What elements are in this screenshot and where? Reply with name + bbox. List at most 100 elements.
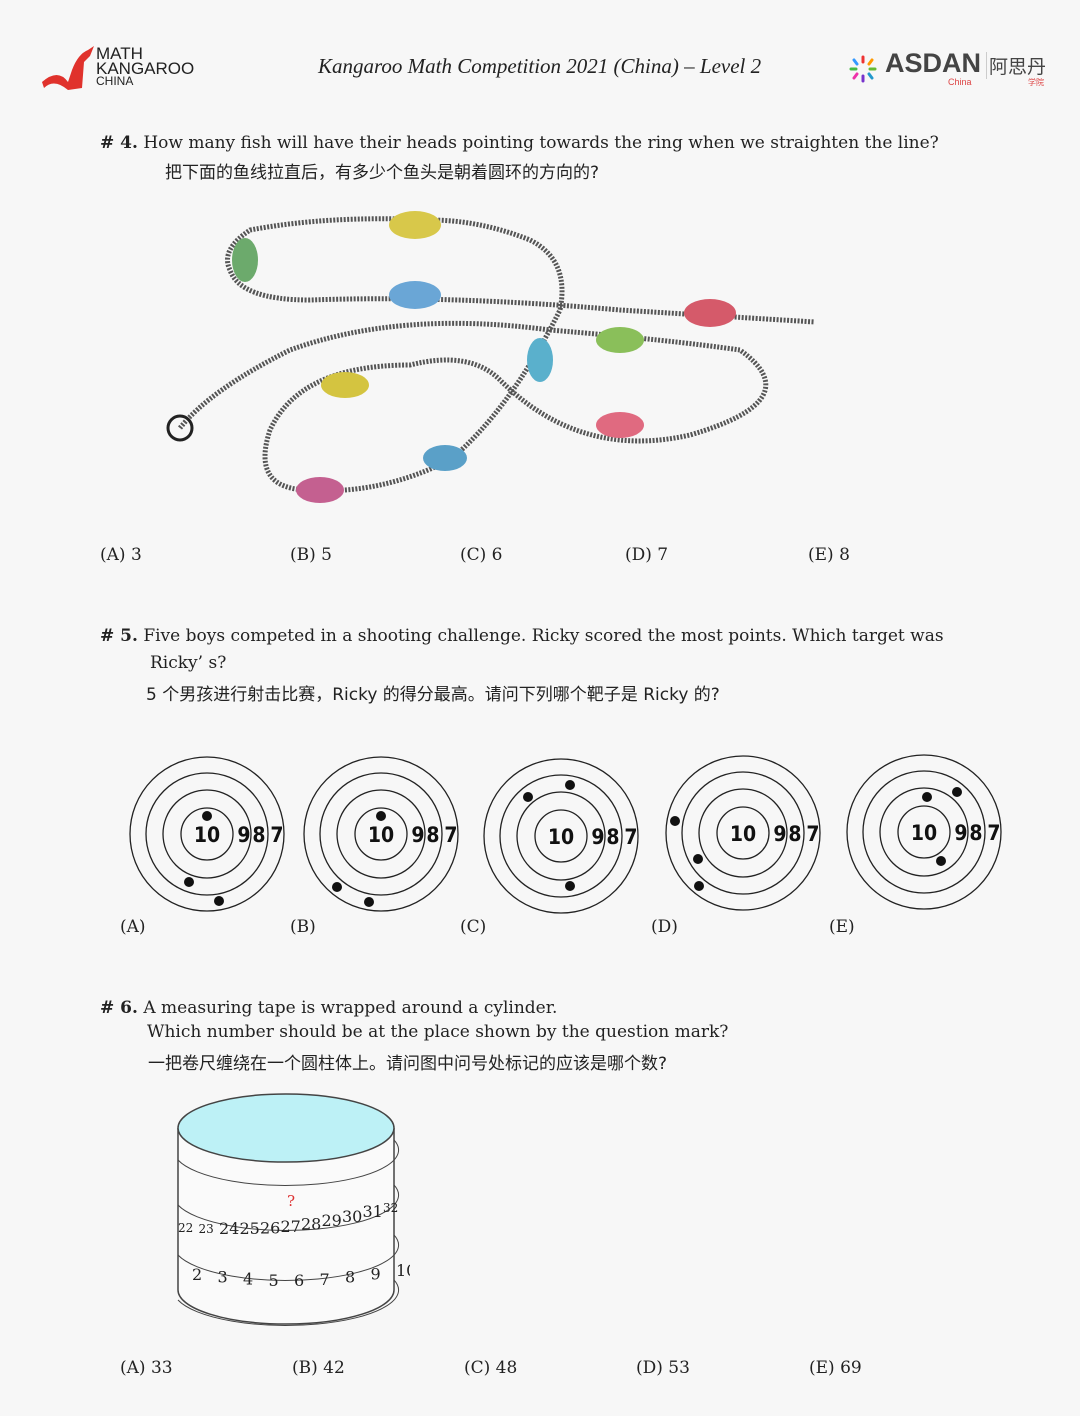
- ring-label: 7: [270, 823, 283, 847]
- tape-number: 6: [294, 1271, 304, 1290]
- bullet-hole: [214, 896, 224, 906]
- tape-number: 26: [260, 1219, 280, 1238]
- ring-label: 9: [591, 825, 604, 849]
- fish-line-figure: [166, 211, 816, 503]
- tape-number: 28: [301, 1215, 321, 1234]
- bullet-hole: [565, 780, 575, 790]
- logo-line: KANGAROO: [96, 59, 195, 78]
- q5-option-c[interactable]: (C): [460, 917, 487, 937]
- tape-number: 31: [363, 1202, 383, 1221]
- q5-text: # 5. Five boys competed in a shooting ch…: [100, 626, 944, 646]
- target-ring: [129, 756, 285, 912]
- asdan-cn: 阿思丹: [986, 52, 1046, 79]
- ring-label: 9: [954, 821, 967, 845]
- target-ring: [180, 807, 234, 861]
- asdan-sub-cn: 学院: [1028, 78, 1044, 87]
- q6-option-a[interactable]: (A) 33: [120, 1358, 173, 1378]
- q5-option-d[interactable]: (D): [651, 917, 678, 937]
- ring-label: 7: [806, 822, 819, 846]
- bullet-hole: [376, 811, 386, 821]
- tape-number: 3: [218, 1268, 228, 1287]
- target-ring: [698, 788, 788, 878]
- asdan-logo: ASDAN: [885, 48, 982, 78]
- target-ring: [846, 754, 1002, 910]
- q4-option-c[interactable]: (C) 6: [460, 545, 503, 565]
- q5-option-e[interactable]: (E): [829, 917, 855, 937]
- q4-option-a[interactable]: (A) 3: [100, 545, 142, 565]
- target-ring: [516, 791, 606, 881]
- tape-number: 25: [240, 1219, 260, 1238]
- q4-option-d[interactable]: (D) 7: [625, 545, 669, 565]
- q5-option-b[interactable]: (B): [290, 917, 316, 937]
- target-ring: [354, 807, 408, 861]
- target-ring: [665, 755, 821, 911]
- tape-number: 5: [269, 1271, 279, 1290]
- ring-label: 7: [624, 825, 637, 849]
- q5-question-cont: Ricky’ s?: [150, 653, 227, 673]
- q4-option-b[interactable]: (B) 5: [290, 545, 332, 565]
- q6-option-d[interactable]: (D) 53: [636, 1358, 690, 1378]
- tape-number: 30: [342, 1207, 362, 1226]
- tape-number: 10: [396, 1261, 410, 1280]
- tape-number: 27: [281, 1217, 301, 1236]
- q5-option-a[interactable]: (A): [120, 917, 146, 937]
- q4-question-zh: 把下面的鱼线拉直后，有多少个鱼头是朝着圆环的方向的?: [165, 163, 600, 183]
- bullet-hole: [694, 881, 704, 891]
- target-ring: [162, 789, 252, 879]
- ring-label: 8: [252, 823, 265, 847]
- ring-label: 7: [987, 821, 1000, 845]
- q4-option-e[interactable]: (E) 8: [808, 545, 850, 565]
- tape-number: 32: [383, 1201, 398, 1215]
- q6-number: # 6.: [100, 998, 138, 1018]
- logo-line: CHINA: [96, 74, 134, 88]
- q6-option-c[interactable]: (C) 48: [464, 1358, 518, 1378]
- ring-label: 10: [548, 825, 574, 849]
- math-kangaroo-logo: MATH KANGAROO CHINA: [96, 44, 195, 88]
- cylinder-figure: ? 23456789102223242526272829303132: [177, 1093, 410, 1326]
- tape-number: 22: [178, 1221, 193, 1235]
- bullet-hole: [670, 816, 680, 826]
- tape-number: 24: [219, 1219, 239, 1238]
- target-ring: [716, 806, 770, 860]
- ring-label: 7: [444, 823, 457, 847]
- target-ring: [499, 774, 623, 898]
- ring-label: 10: [911, 821, 937, 845]
- ring-label: 10: [730, 822, 756, 846]
- target-ring: [681, 771, 805, 895]
- kangaroo-logo-icon: [42, 46, 94, 90]
- tape-number: 23: [199, 1222, 214, 1236]
- bullet-hole: [184, 877, 194, 887]
- tape-number: 9: [371, 1265, 381, 1284]
- asdan-sub: China: [948, 77, 972, 87]
- target-ring: [319, 772, 443, 896]
- target-ring: [534, 809, 588, 863]
- target-ring: [303, 756, 459, 912]
- bullet-hole: [332, 882, 342, 892]
- bullet-hole: [952, 787, 962, 797]
- fish-group: [232, 211, 736, 503]
- q6-option-e[interactable]: (E) 69: [809, 1358, 862, 1378]
- q6-question: A measuring tape is wrapped around a cyl…: [143, 998, 558, 1018]
- q6-option-b[interactable]: (B) 42: [292, 1358, 345, 1378]
- target-ring: [483, 758, 639, 914]
- bullet-hole: [523, 792, 533, 802]
- tape-number: 29: [322, 1211, 342, 1230]
- ring-label: 8: [426, 823, 439, 847]
- q5-question: Five boys competed in a shooting challen…: [143, 626, 944, 646]
- q6-question-zh: 一把卷尺缠绕在一个圆柱体上。请问图中问号处标记的应该是哪个数?: [148, 1054, 668, 1074]
- target-ring: [879, 787, 969, 877]
- bullet-hole: [693, 854, 703, 864]
- q5-number: # 5.: [100, 626, 138, 646]
- bullet-hole: [922, 792, 932, 802]
- asdan-burst-icon: [849, 55, 877, 83]
- q6-question-cont: Which number should be at the place show…: [147, 1022, 729, 1042]
- ring-label: 8: [606, 825, 619, 849]
- logo-line: MATH: [96, 44, 143, 63]
- tape-number: 2: [192, 1265, 202, 1284]
- bullet-hole: [565, 881, 575, 891]
